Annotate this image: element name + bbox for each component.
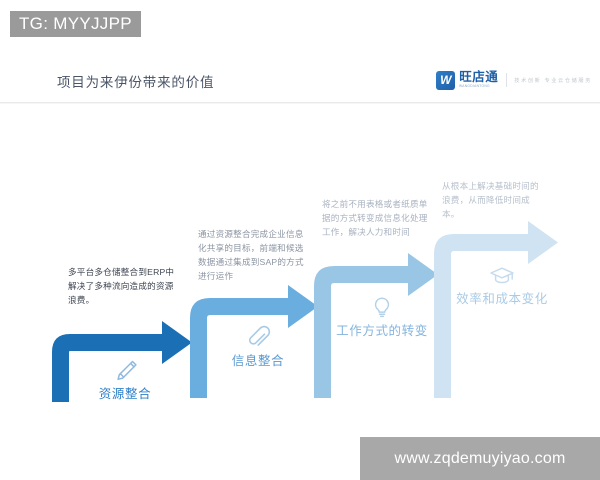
brand-lockup: W 旺店通 WANGDIANTONG 技术创新 专业云仓储服务	[436, 67, 592, 93]
tg-tag-overlay: TG: MYYJJPP	[10, 11, 141, 37]
header-divider-shadow	[0, 103, 600, 104]
step-description-2: 通过资源整合完成企业信息化共享的目标，前端和候选数据通过集成到SAP的方式进行运…	[198, 229, 304, 281]
brand-subname: WANGDIANTONG	[459, 84, 491, 89]
arrow-step-2	[190, 285, 318, 398]
step-label-3: 工作方式的转变	[336, 324, 428, 338]
step-caption-1: 资源整合	[70, 357, 180, 401]
slide-header: 项目为来伊份带来的价值 W 旺店通 WANGDIANTONG 技术创新 专业云仓…	[0, 57, 600, 104]
step-label-2: 信息整合	[231, 354, 285, 368]
brand-divider	[506, 73, 508, 87]
brand-name-group: 旺店通 WANGDIANTONG	[459, 71, 498, 88]
step-description-4: 从根本上解决基础时间的浪费，从而降低时间成本。	[442, 181, 539, 219]
step-label-1: 资源整合	[98, 387, 152, 401]
arrow-step-1	[52, 321, 192, 402]
presentation-slide: 项目为来伊份带来的价值 W 旺店通 WANGDIANTONG 技术创新 专业云仓…	[0, 57, 600, 437]
page-title: 项目为来伊份带来的价值	[57, 75, 215, 90]
arrow-step-3	[314, 253, 438, 398]
header-divider	[0, 102, 600, 103]
process-diagram: 多平台多仓储整合到ERP中解决了多种流向造成的资源浪费。 通过资源整合完成企业信…	[0, 102, 600, 437]
step-caption-2: 信息整合	[200, 324, 316, 368]
pencil-icon	[117, 360, 137, 381]
lightbulb-icon	[374, 297, 390, 318]
step-description-1: 多平台多仓储整合到ERP中解决了多种流向造成的资源浪费。	[68, 267, 175, 305]
brand-name: 旺店通	[459, 70, 499, 85]
site-watermark: www.zqdemuyiyao.com	[360, 437, 600, 480]
step-label-4: 效率和成本变化	[456, 292, 548, 306]
brand-logo-icon: W	[436, 70, 456, 90]
brand-tagline: 技术创新 专业云仓储服务	[514, 77, 592, 84]
step-description-3: 将之前不用表格或者纸质单据的方式转变成信息化处理工作，解决人力和时间	[322, 199, 428, 237]
graduation-cap-icon	[490, 267, 514, 284]
paperclip-icon	[248, 325, 271, 346]
step-caption-4: 效率和成本变化	[438, 262, 566, 306]
arrow-step-4	[434, 221, 558, 398]
arrow-layer	[52, 221, 558, 402]
step-caption-3: 工作方式的转变	[318, 294, 446, 338]
